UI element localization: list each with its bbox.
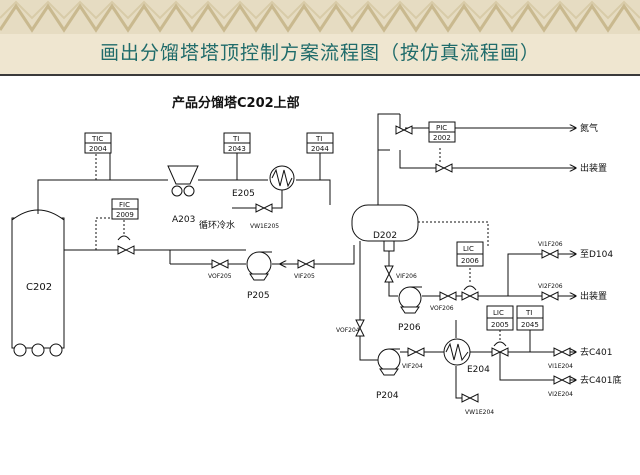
control-valve-pv2002a[interactable] xyxy=(395,125,413,135)
instrument-type: FIC xyxy=(119,201,130,209)
instrument-type: TI xyxy=(525,309,532,317)
header-banner: 画出分馏塔塔顶控制方案流程图（按仿真流程画） xyxy=(0,0,640,76)
instrument-type: LIC xyxy=(493,309,504,317)
label-c202: C202 xyxy=(26,282,52,293)
valve-vif204[interactable] xyxy=(407,347,425,357)
label-vi1e204: VI1E204 xyxy=(548,363,573,370)
instrument-type: LIC xyxy=(463,245,474,253)
instrument-type: TI xyxy=(315,135,322,143)
instrument-tag: 2043 xyxy=(228,145,246,153)
banner-pattern xyxy=(0,0,640,34)
stream-to-c401-bottom: 去C401底 xyxy=(580,374,621,386)
instrument-ti2045[interactable]: TI 2045 xyxy=(516,305,544,331)
page-title: 画出分馏塔塔顶控制方案流程图（按仿真流程画） xyxy=(99,42,540,64)
instrument-type: TIC xyxy=(91,135,103,143)
pump-p204[interactable]: P204 xyxy=(376,348,401,401)
label-cooling-water: 循环冷水 xyxy=(199,219,235,231)
label-p204: P204 xyxy=(376,391,399,401)
label-vw1e204: VW1E204 xyxy=(465,409,494,416)
stream-to-d104: 至D104 xyxy=(580,249,613,260)
pump-p206[interactable]: P206 xyxy=(398,286,422,333)
stream-out-1: 出装置 xyxy=(580,162,607,174)
label-vof204: VOF204 xyxy=(336,327,360,334)
control-valve-pv2002b[interactable] xyxy=(435,163,453,173)
valve-vw1e205[interactable] xyxy=(255,203,273,213)
instrument-type: PIC xyxy=(436,124,447,132)
stream-out-2: 出装置 xyxy=(580,290,607,302)
instrument-tag: 2004 xyxy=(89,145,107,153)
drum-d202: D202 xyxy=(351,204,419,252)
control-valve-lv2005[interactable] xyxy=(491,341,509,357)
instrument-type: TI xyxy=(232,135,239,143)
instrument-tic2004[interactable]: TIC 2004 xyxy=(84,132,112,154)
column-c202: C202 xyxy=(11,209,65,357)
valve-vi1e204[interactable] xyxy=(553,347,571,357)
valve-vif205[interactable] xyxy=(297,259,315,269)
air-cooler-a203: A203 xyxy=(171,185,195,225)
label-p206: P206 xyxy=(398,323,421,333)
instrument-tag: 2044 xyxy=(311,145,329,153)
process-flow-diagram: 产品分馏塔C202上部 C202 A203 E205 xyxy=(11,95,621,416)
label-a203: A203 xyxy=(172,215,195,225)
exchanger-e205: E205 循环冷水 VW1E205 xyxy=(199,165,295,231)
instrument-tag: 2005 xyxy=(491,321,509,329)
stream-nitrogen: 氮气 xyxy=(580,122,598,134)
instrument-fic2009[interactable]: FIC 2009 xyxy=(111,198,139,220)
instrument-ti2043[interactable]: TI 2043 xyxy=(223,132,251,154)
valve-vof205[interactable] xyxy=(211,259,229,269)
instrument-ti2044[interactable]: TI 2044 xyxy=(306,132,334,154)
label-vof205: VOF205 xyxy=(208,273,232,280)
control-valve-fv2009[interactable] xyxy=(117,235,135,255)
label-vi2f206: VI2F206 xyxy=(538,283,563,290)
instrument-lic2006[interactable]: LIC 2006 xyxy=(456,241,484,267)
control-valve-lv2006[interactable] xyxy=(461,285,479,301)
instrument-tag: 2045 xyxy=(521,321,539,329)
instrument-lic2005[interactable]: LIC 2005 xyxy=(486,305,514,331)
label-vif206-a: VIF206 xyxy=(396,273,417,280)
diagram-heading: 产品分馏塔C202上部 xyxy=(172,95,300,111)
label-e204: E204 xyxy=(467,365,490,375)
label-vi1f206: VI1F206 xyxy=(538,241,563,248)
instrument-tag: 2002 xyxy=(433,134,451,142)
stream-to-c401: 去C401 xyxy=(580,346,612,358)
instrument-tag: 2009 xyxy=(116,211,134,219)
instrument-tag: 2006 xyxy=(461,257,479,265)
label-vif205: VIF205 xyxy=(294,273,315,280)
exchanger-e204: E204 xyxy=(443,338,490,375)
label-vw1e205: VW1E205 xyxy=(250,223,279,230)
valve-vif206-a[interactable] xyxy=(384,265,394,283)
label-e205: E205 xyxy=(232,189,255,199)
valve-vw1e204[interactable] xyxy=(461,393,479,403)
valve-vof206[interactable] xyxy=(439,291,457,301)
label-vif204: VIF204 xyxy=(402,363,423,370)
pump-p205[interactable]: P205 xyxy=(246,251,272,301)
valve-vi2f206[interactable] xyxy=(541,291,559,301)
valve-vi1f206[interactable] xyxy=(541,249,559,259)
valve-vof204[interactable] xyxy=(355,319,365,337)
header-divider xyxy=(0,74,640,76)
instrument-pic2002[interactable]: PIC 2002 xyxy=(428,121,456,143)
valve-vi2e204[interactable] xyxy=(553,375,571,385)
label-vi2e204: VI2E204 xyxy=(548,391,573,398)
label-d202: D202 xyxy=(373,231,397,241)
label-p205: P205 xyxy=(247,291,270,301)
label-vof206: VOF206 xyxy=(430,305,454,312)
